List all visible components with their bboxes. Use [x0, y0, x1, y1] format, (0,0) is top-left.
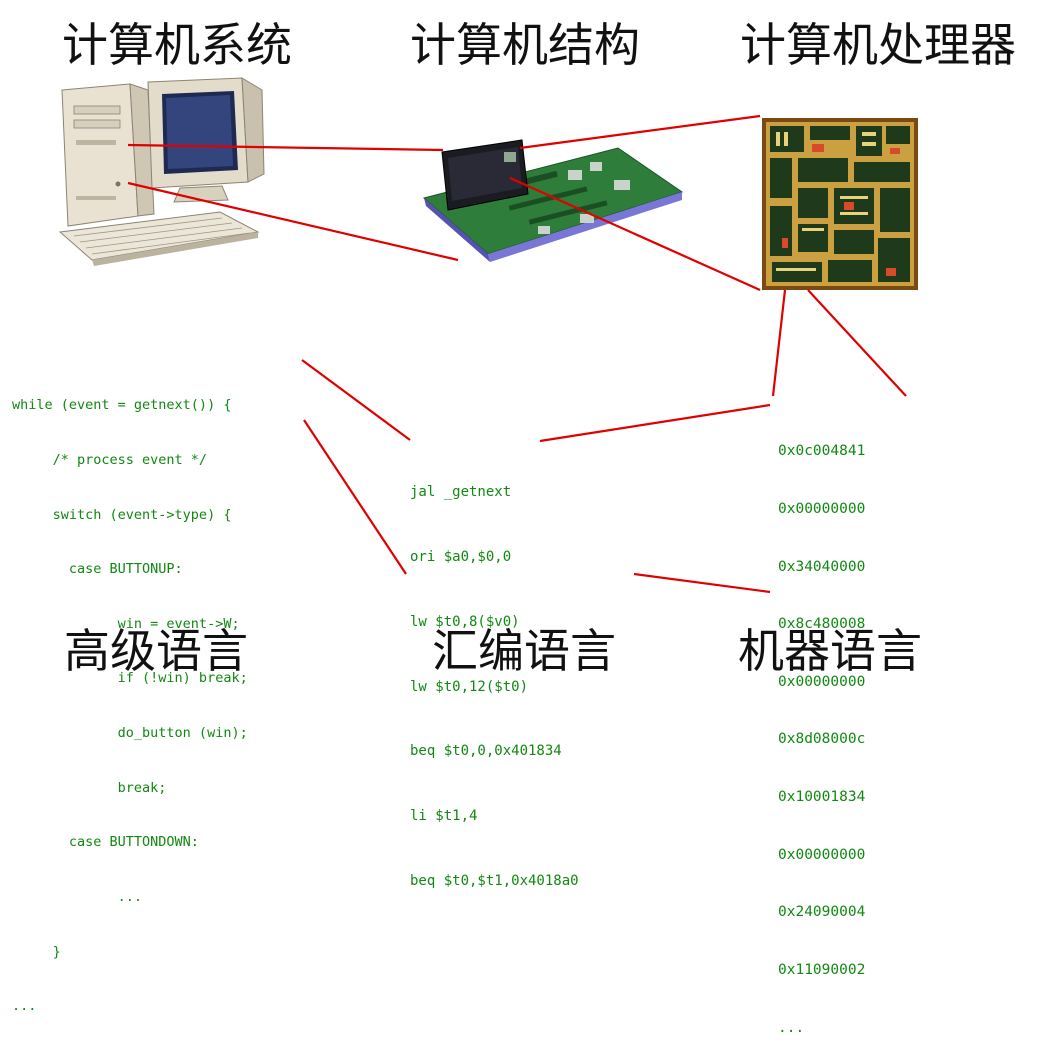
- connector-line: [771, 289, 787, 397]
- title-high-level-language: 高级语言: [64, 624, 248, 678]
- code-line: }: [12, 943, 61, 960]
- code-line: 0x00000000: [778, 673, 866, 690]
- cpu-die-icon: [762, 118, 918, 290]
- code-line: 0x0c004841: [778, 443, 866, 460]
- code-line: /* process event */: [12, 452, 208, 469]
- code-line: 0x24090004: [778, 904, 866, 921]
- code-line: li $t1,4: [410, 808, 478, 825]
- code-line: 0x00000000: [778, 846, 866, 863]
- code-line: case BUTTONUP:: [12, 561, 183, 578]
- code-line: beq $t0,$t1,0x4018a0: [410, 872, 579, 889]
- code-line: ...: [778, 1019, 805, 1036]
- code-line: 0x8c480008: [778, 616, 866, 633]
- code-line: 0x8d08000c: [778, 731, 866, 748]
- motherboard-icon: [422, 139, 684, 262]
- high-level-code-block: while (event = getnext()) { /* process e…: [12, 360, 248, 1034]
- code-line: 0x34040000: [778, 558, 866, 575]
- code-line: lw $t0,12($t0): [410, 678, 529, 695]
- connector-line: [127, 143, 444, 152]
- code-line: 0x00000000: [778, 501, 866, 518]
- code-line: case BUTTONDOWN:: [12, 834, 199, 851]
- assembly-code-block: jal _getnext ori $a0,$0,0 lw $t0,8($v0) …: [410, 439, 579, 914]
- code-line: if (!win) break;: [12, 670, 248, 687]
- connector-line: [127, 181, 459, 262]
- connector-line: [509, 176, 761, 292]
- code-line: ...: [12, 888, 143, 905]
- code-line: ori $a0,$0,0: [410, 548, 512, 565]
- machine-code-block: 0x0c004841 0x00000000 0x34040000 0x8c480…: [778, 404, 865, 1057]
- title-computer-structure: 计算机结构: [410, 18, 640, 72]
- connector-line: [519, 114, 761, 150]
- connector-line: [303, 419, 407, 575]
- code-line: break;: [12, 779, 167, 796]
- code-line: jal _getnext: [410, 484, 512, 501]
- title-machine-language: 机器语言: [738, 624, 922, 678]
- connector-line: [633, 572, 771, 594]
- connector-line: [807, 289, 907, 397]
- title-assembly-language: 汇编语言: [432, 624, 616, 678]
- connector-lines: [127, 114, 907, 594]
- code-line: lw $t0,8($v0): [410, 613, 520, 630]
- code-line: ...: [12, 998, 37, 1015]
- code-line: win = event->W;: [12, 615, 240, 632]
- code-line: do_button (win);: [12, 725, 248, 742]
- connector-line: [539, 403, 771, 443]
- code-line: switch (event->type) {: [12, 506, 232, 523]
- title-computer-processor: 计算机处理器: [740, 18, 1016, 72]
- code-line: while (event = getnext()) {: [12, 397, 232, 414]
- code-line: beq $t0,0,0x401834: [410, 743, 562, 760]
- title-computer-system: 计算机系统: [62, 18, 292, 72]
- code-line: 0x11090002: [778, 961, 866, 978]
- code-line: 0x10001834: [778, 789, 866, 806]
- connector-line: [301, 359, 411, 441]
